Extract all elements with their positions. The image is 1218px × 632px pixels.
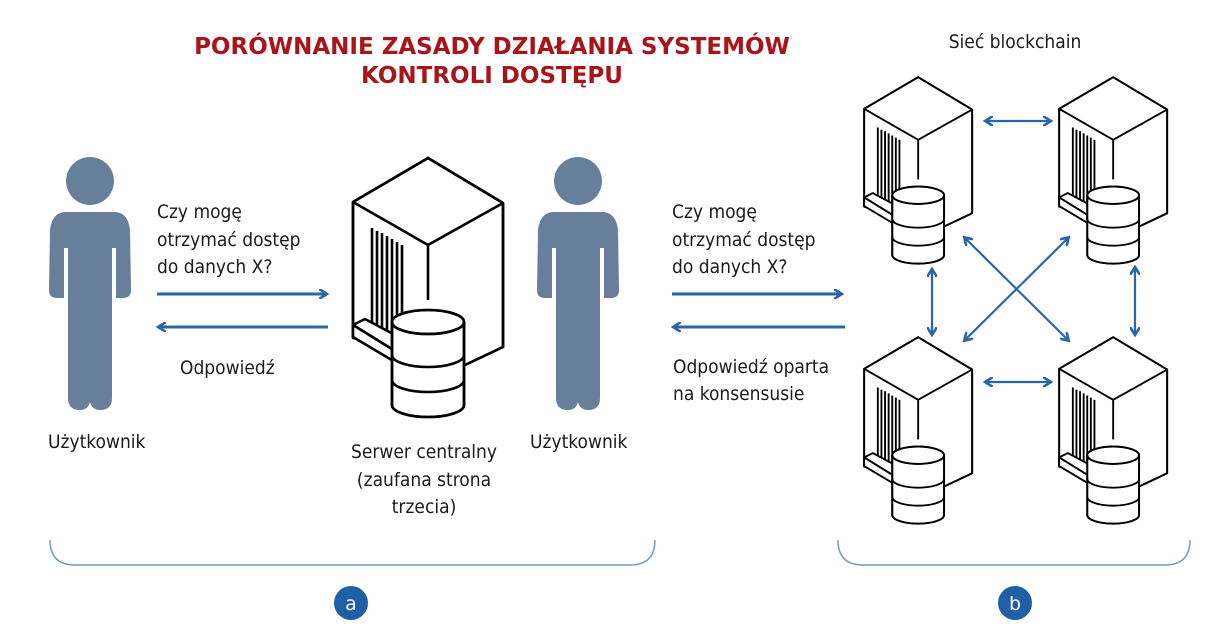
user-icon (537, 157, 619, 410)
badge-b-label: b (1009, 593, 1021, 615)
user-label-b: Użytkownik (530, 431, 628, 453)
node-server-icon (863, 76, 974, 265)
central-server-icon (351, 156, 505, 419)
answer-a: Odpowiedź (180, 357, 275, 379)
node-server-icon (863, 336, 974, 525)
server-label-line-3: trzecia) (392, 496, 457, 518)
question-a-line-1: Czy mogę (157, 201, 242, 223)
question-b-line-2: otrzymać dostęp (672, 229, 816, 251)
title-line-1: PORÓWNANIE ZASADY DZIAŁANIA SYSTEMÓW (194, 32, 790, 60)
consensus-arrows-icon (932, 121, 1135, 382)
answer-b-line-2: na konsensusie (673, 383, 804, 405)
question-a-line-3: do danych X? (157, 256, 272, 278)
network-label: Sieć blockchain (949, 31, 1082, 53)
title-line-2: KONTROLI DOSTĘPU (361, 63, 623, 89)
server-label-line-2: (zaufana strona (357, 469, 491, 491)
node-server-icon (1058, 76, 1169, 265)
bracket-a (49, 539, 656, 566)
user-icon (49, 157, 131, 410)
badge-a-label: a (345, 593, 357, 615)
server-label-line-1: Serwer centralny (351, 441, 497, 463)
question-a-line-2: otrzymać dostęp (157, 229, 301, 251)
question-b-line-1: Czy mogę (672, 201, 757, 223)
answer-b-line-1: Odpowiedź oparta (673, 356, 829, 378)
badge-a (334, 586, 368, 620)
user-label-a: Użytkownik (48, 431, 146, 453)
question-b-line-3: do danych X? (672, 256, 787, 278)
bracket-b (837, 539, 1191, 566)
badge-b (998, 586, 1032, 620)
node-server-icon (1058, 336, 1169, 525)
